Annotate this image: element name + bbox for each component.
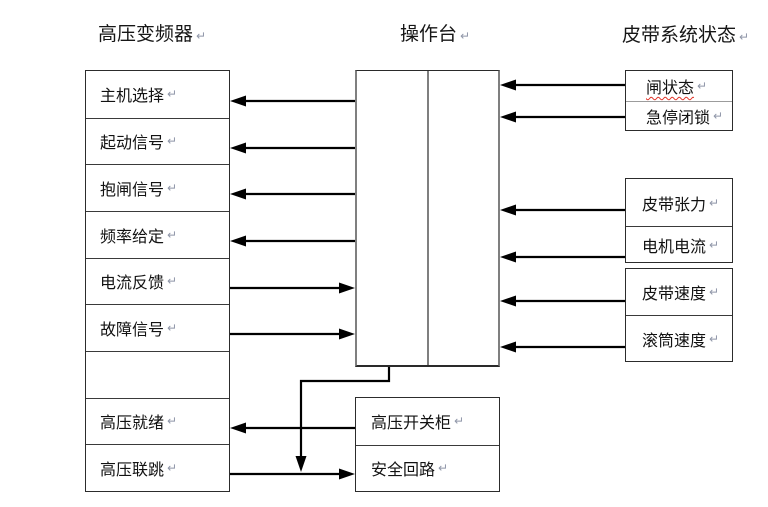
table-row-estop-interlock: 急停闭锁↵ xyxy=(626,100,732,131)
console-column-divider xyxy=(426,71,429,365)
table-row-fault-signal: 故障信号↵ xyxy=(86,304,229,351)
paragraph-mark: ↵ xyxy=(167,321,178,336)
paragraph-mark: ↵ xyxy=(438,461,449,476)
row-label: 电机电流 xyxy=(642,238,707,256)
connector-arrowhead-current-feedback-to-console xyxy=(339,282,355,294)
table-row-safety-loop: 安全回路↵ xyxy=(356,444,499,492)
gate-status-box: 闸状态↵ 急停闭锁↵ xyxy=(625,70,733,131)
paragraph-mark: ↵ xyxy=(454,414,465,429)
connector-arrowhead-console-to-freq-setpoint xyxy=(230,235,246,247)
table-row-hv-switchgear: 高压开关柜↵ xyxy=(356,398,499,445)
table-row-brake-signal: 抱闸信号↵ xyxy=(86,164,229,211)
row-label: 高压就绪 xyxy=(100,415,165,433)
connector-arrowhead-belt-tension-to-console xyxy=(500,204,516,216)
table-row-motor-current: 电机电流↵ xyxy=(626,226,732,262)
paragraph-mark: ↵ xyxy=(697,78,708,93)
paragraph-mark: ↵ xyxy=(167,134,178,149)
row-label: 安全回路 xyxy=(371,462,436,480)
table-row-empty xyxy=(86,351,229,398)
row-label: 频率给定 xyxy=(100,228,165,246)
hv-inverter-signal-table: 主机选择↵ 起动信号↵ 抱闸信号↵ 频率给定↵ 电流反馈↵ 故障信号↵ 高压就绪… xyxy=(85,70,230,492)
belt-measurement-box-1: 皮带张力↵ 电机电流↵ xyxy=(625,178,733,263)
connector-arrowhead-gate-status-to-console xyxy=(500,79,516,91)
title-belt-system-status: 皮带系统状态↵ xyxy=(622,20,749,47)
title-text: 皮带系统状态 xyxy=(622,25,737,46)
connector-arrowhead-hv-trip-to-safety-loop xyxy=(339,468,355,480)
row-label: 故障信号 xyxy=(100,322,165,340)
paragraph-mark: ↵ xyxy=(167,461,178,476)
connector-arrowhead-estop-interlock-to-console xyxy=(500,111,516,123)
table-row-freq-setpoint: 频率给定↵ xyxy=(86,211,229,258)
row-label: 高压开关柜 xyxy=(371,415,452,433)
connector-arrowhead-console-down-to-safety-loop-line xyxy=(295,456,307,472)
table-row-start-signal: 起动信号↵ xyxy=(86,117,229,165)
paragraph-mark: ↵ xyxy=(709,285,720,299)
title-text: 高压变频器 xyxy=(98,24,194,45)
table-row-current-feedback: 电流反馈↵ xyxy=(86,257,229,305)
belt-measurement-box-2: 皮带速度↵ 滚筒速度↵ xyxy=(625,268,733,362)
row-label: 电流反馈 xyxy=(100,275,165,293)
connector-arrowhead-motor-current-to-console xyxy=(500,251,516,263)
operator-console-box xyxy=(355,70,500,367)
paragraph-mark: ↵ xyxy=(167,414,178,429)
connector-arrowhead-console-to-brake-signal xyxy=(230,188,246,200)
connector-arrowhead-fault-signal-to-console xyxy=(339,328,355,340)
title-hv-inverter: 高压变频器↵ xyxy=(98,19,206,46)
switchgear-safety-box: 高压开关柜↵ 安全回路↵ xyxy=(355,397,500,492)
row-label: 急停闭锁 xyxy=(646,109,711,127)
row-label: 高压联跳 xyxy=(100,462,165,480)
row-label: 起动信号 xyxy=(100,135,165,153)
connector-arrowhead-belt-speed-to-console xyxy=(500,295,516,307)
title-operator-console: 操作台↵ xyxy=(400,19,470,46)
paragraph-mark: ↵ xyxy=(167,227,178,242)
connector-arrowhead-switchgear-to-hv-ready xyxy=(230,422,246,434)
table-row-belt-speed: 皮带速度↵ xyxy=(626,269,732,315)
paragraph-mark: ↵ xyxy=(196,29,207,43)
title-text: 操作台 xyxy=(400,24,458,45)
row-label: 滚筒速度 xyxy=(642,332,707,350)
row-label: 闸状态 xyxy=(646,79,695,97)
table-row-hv-ready: 高压就绪↵ xyxy=(86,397,229,445)
table-row-host-select: 主机选择↵ xyxy=(86,71,229,118)
paragraph-mark: ↵ xyxy=(167,87,178,102)
table-row-gate-status: 闸状态↵ xyxy=(626,71,732,101)
connector-arrowhead-console-to-start-signal xyxy=(230,142,246,154)
paragraph-mark: ↵ xyxy=(713,108,724,123)
connector-arrowhead-console-to-host-select xyxy=(230,95,246,107)
row-label: 主机选择 xyxy=(100,88,165,106)
paragraph-mark: ↵ xyxy=(167,274,178,289)
paragraph-mark: ↵ xyxy=(709,331,720,346)
paragraph-mark: ↵ xyxy=(167,181,178,196)
paragraph-mark: ↵ xyxy=(709,237,720,252)
connector-arrowhead-drum-speed-to-console xyxy=(500,341,516,353)
paragraph-mark: ↵ xyxy=(460,29,471,43)
table-row-drum-speed: 滚筒速度↵ xyxy=(626,315,732,361)
paragraph-mark: ↵ xyxy=(739,30,750,44)
row-label: 皮带张力 xyxy=(642,196,707,214)
table-row-belt-tension: 皮带张力↵ xyxy=(626,179,732,226)
paragraph-mark: ↵ xyxy=(709,195,720,210)
row-label: 抱闸信号 xyxy=(100,182,165,200)
table-row-hv-trip: 高压联跳↵ xyxy=(86,444,229,491)
row-label: 皮带速度 xyxy=(642,286,707,303)
